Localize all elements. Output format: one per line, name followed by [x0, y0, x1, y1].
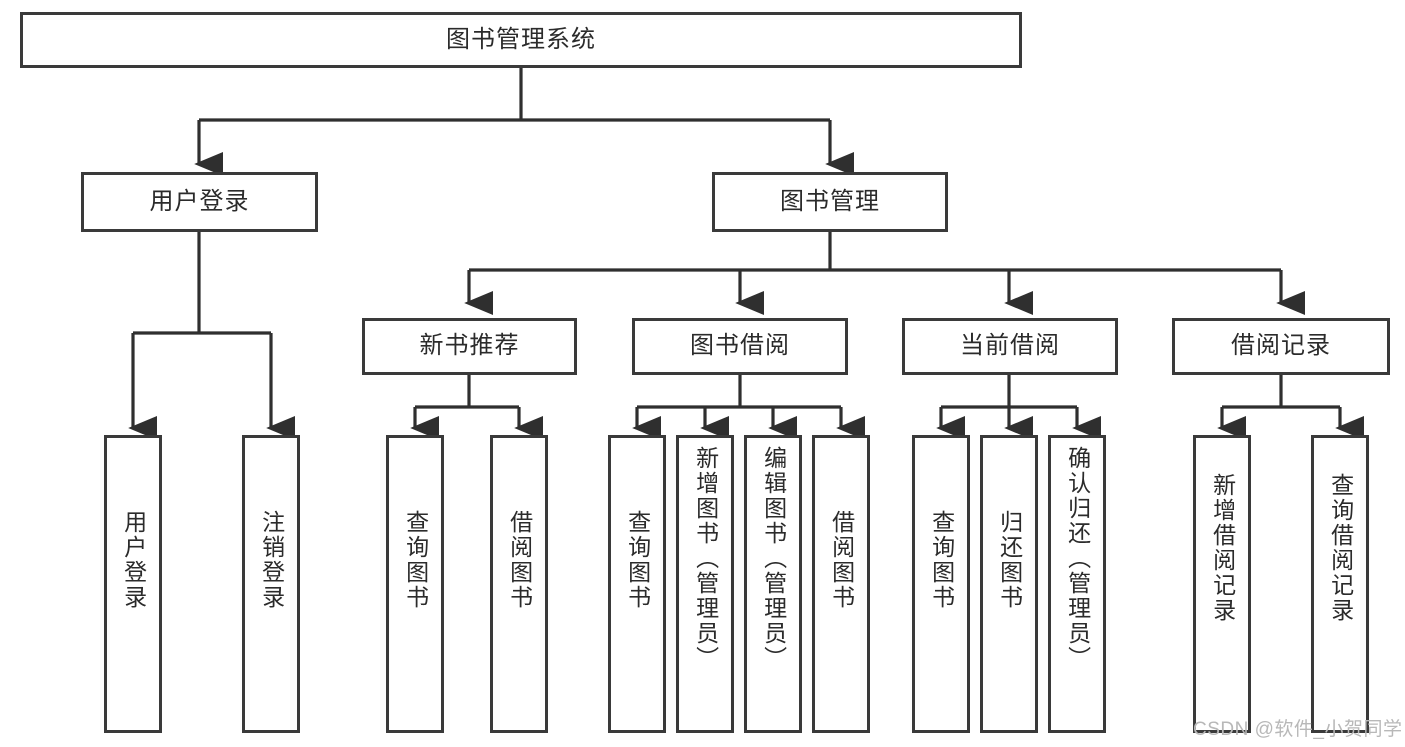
node-leaf-add-record-label: 新增借阅记录	[1209, 473, 1236, 623]
node-leaf-confirm-return-label: 确认归还（管理员）	[1064, 446, 1091, 671]
node-root[interactable]: 图书管理系统	[20, 12, 1022, 68]
node-leaf-query-book-2-label: 查询图书	[624, 510, 651, 610]
node-leaf-query-record[interactable]: 查询借阅记录	[1311, 435, 1369, 733]
node-leaf-add-book[interactable]: 新增图书（管理员）	[676, 435, 734, 733]
node-leaf-query-book-3[interactable]: 查询图书	[912, 435, 970, 733]
node-leaf-query-book-1-label: 查询图书	[402, 510, 429, 610]
node-user-login[interactable]: 用户登录	[81, 172, 318, 232]
node-leaf-confirm-return[interactable]: 确认归还（管理员）	[1048, 435, 1106, 733]
node-leaf-query-book-1[interactable]: 查询图书	[386, 435, 444, 733]
watermark: CSDN @软件_小贺同学	[1193, 719, 1403, 740]
node-leaf-return-book[interactable]: 归还图书	[980, 435, 1038, 733]
node-leaf-add-book-label: 新增图书（管理员）	[692, 446, 719, 671]
node-leaf-add-record[interactable]: 新增借阅记录	[1193, 435, 1251, 733]
node-leaf-borrow-book-1[interactable]: 借阅图书	[490, 435, 548, 733]
node-leaf-user-login-label: 用户登录	[120, 510, 147, 610]
node-root-label: 图书管理系统	[446, 25, 596, 53]
node-leaf-query-book-2[interactable]: 查询图书	[608, 435, 666, 733]
node-leaf-logout[interactable]: 注销登录	[242, 435, 300, 733]
node-book-manage-label: 图书管理	[780, 187, 880, 215]
node-new-book-rec-label: 新书推荐	[419, 332, 520, 360]
node-user-login-label: 用户登录	[149, 187, 250, 215]
node-current-borrow[interactable]: 当前借阅	[902, 318, 1118, 375]
node-leaf-borrow-book-1-label: 借阅图书	[506, 510, 533, 610]
node-leaf-edit-book[interactable]: 编辑图书（管理员）	[744, 435, 802, 733]
node-leaf-edit-book-label: 编辑图书（管理员）	[760, 446, 787, 671]
node-leaf-user-login[interactable]: 用户登录	[104, 435, 162, 733]
node-book-borrow[interactable]: 图书借阅	[632, 318, 848, 375]
node-new-book-rec[interactable]: 新书推荐	[362, 318, 577, 375]
node-leaf-return-book-label: 归还图书	[996, 510, 1023, 610]
node-book-manage[interactable]: 图书管理	[712, 172, 948, 232]
node-leaf-logout-label: 注销登录	[258, 510, 285, 610]
node-current-borrow-label: 当前借阅	[960, 332, 1060, 360]
node-leaf-query-record-label: 查询借阅记录	[1327, 473, 1354, 623]
node-leaf-query-book-3-label: 查询图书	[928, 510, 955, 610]
node-leaf-borrow-book-2-label: 借阅图书	[828, 510, 855, 610]
node-borrow-record-label: 借阅记录	[1231, 332, 1331, 360]
node-borrow-record[interactable]: 借阅记录	[1172, 318, 1390, 375]
node-book-borrow-label: 图书借阅	[690, 332, 790, 360]
node-leaf-borrow-book-2[interactable]: 借阅图书	[812, 435, 870, 733]
